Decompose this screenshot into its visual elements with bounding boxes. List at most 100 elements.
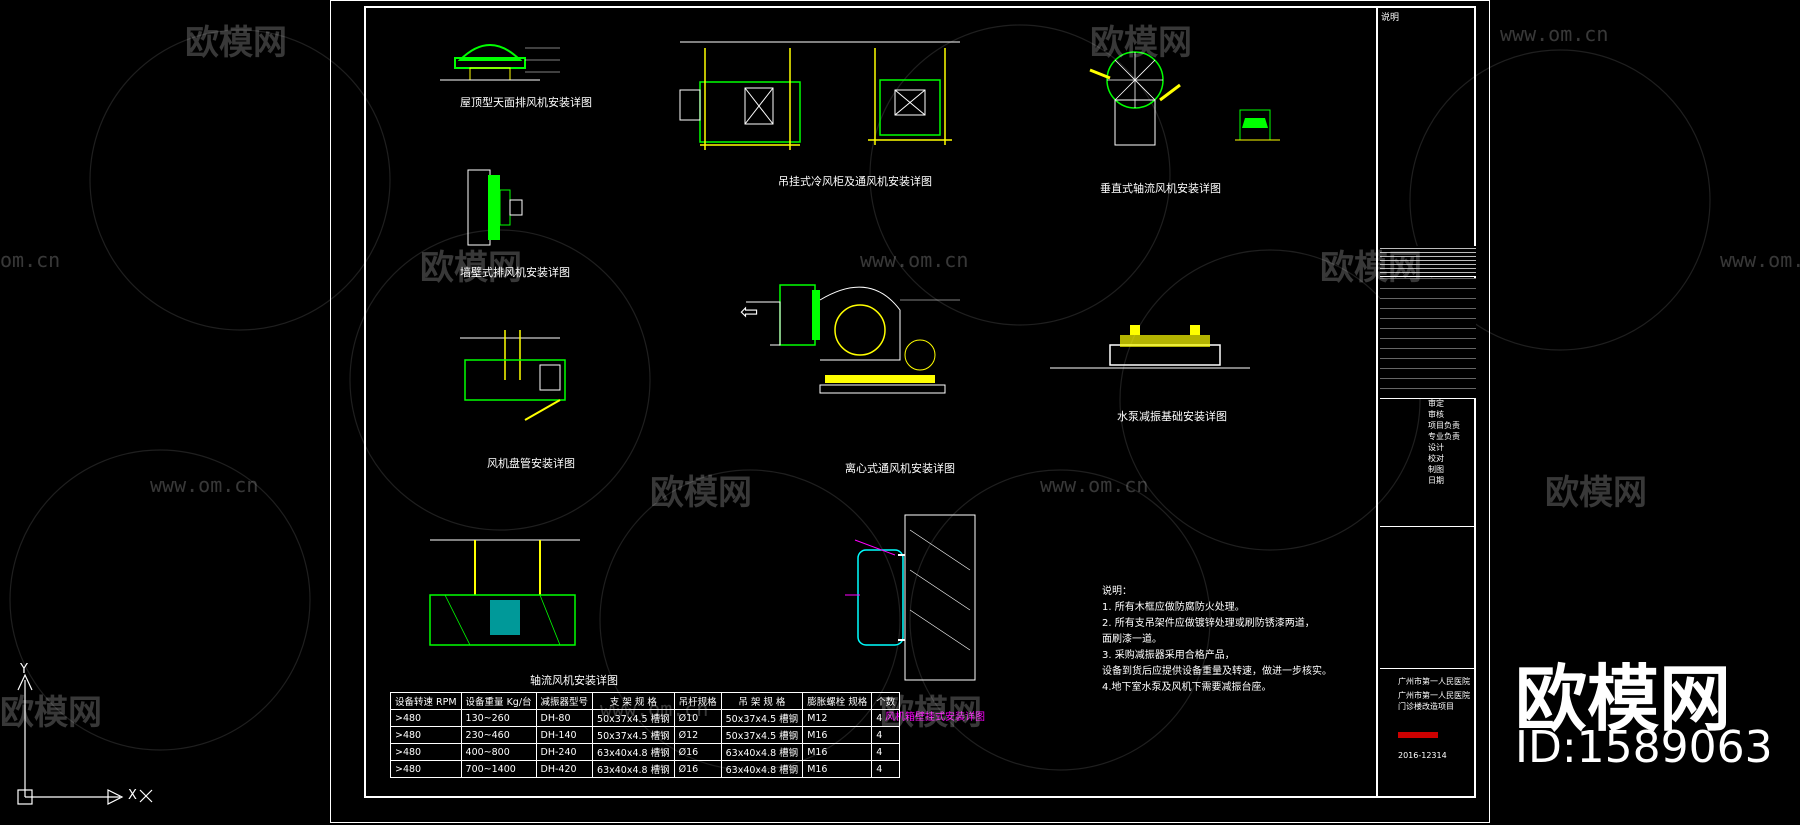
spec-cell: 230~460	[460, 726, 537, 744]
spec-cell: 700~1400	[460, 760, 537, 778]
title-duct-fan: 风机盘管安装详图	[487, 457, 575, 470]
title-vertical-fan: 垂直式轴流风机安装详图	[1100, 182, 1221, 195]
sheet-outer-border	[330, 0, 1490, 823]
watermark-url: www.om.cn	[1040, 473, 1149, 497]
spec-cell: 50x37x4.5 槽钢	[592, 726, 675, 744]
spec-header-cell: 减振器型号	[535, 692, 594, 710]
role-cell: 审定	[1428, 399, 1444, 408]
title-hanging-fan: 吊挂式冷风柜及通风机安装详图	[778, 175, 932, 188]
notes-line-5: 设备到货后应提供设备重量及转速，做进一步核实。	[1102, 666, 1332, 677]
ucs-y-label: Y	[20, 662, 28, 677]
spec-cell: M16	[802, 726, 873, 744]
spec-cell: >480	[390, 709, 462, 727]
watermark-url: www.om.cn	[1500, 22, 1609, 46]
spec-cell: 400~800	[460, 743, 537, 761]
centrifugal-fan-detail	[746, 284, 960, 394]
spec-cell: 4	[871, 760, 901, 778]
client-name: 广州市第一人民医院	[1398, 677, 1470, 686]
duct-fan-detail	[460, 330, 566, 421]
role-cell: 日期	[1428, 476, 1444, 485]
hanging-fan-detail	[679, 41, 960, 150]
watermark-brand: 欧模网	[420, 248, 522, 288]
spec-header-cell: 吊 架 规 格	[720, 692, 804, 710]
title-block-divider	[1380, 526, 1476, 527]
spec-cell: 130~260	[460, 709, 537, 727]
spec-header-cell: 膨胀螺栓 规格	[802, 692, 873, 710]
role-cell: 设计	[1428, 443, 1444, 452]
role-cell: 制图	[1428, 465, 1444, 474]
title-centrifugal-fan: 离心式通风机安装详图	[845, 462, 955, 475]
watermark-brand: 欧模网	[1320, 248, 1422, 288]
role-cell: 校对	[1428, 454, 1444, 463]
watermark-url: www.om.cn	[1720, 248, 1800, 272]
notes-block: 说明： 1. 所有木框应做防腐防火处理。 2. 所有支吊架件应做镀锌处理或刷防锈…	[1102, 584, 1332, 696]
spec-cell: DH-80	[535, 709, 594, 727]
drawing-title-red	[1398, 732, 1438, 738]
spec-header-cell: 设备重量 Kg/台	[460, 692, 537, 710]
spec-cell: >480	[390, 726, 462, 744]
role-cell: 项目负责	[1428, 421, 1460, 430]
title-block-roles: 审定 审核 项目负责 专业负责 设计 校对 制图 日期	[1380, 398, 1476, 486]
spec-cell: DH-140	[535, 726, 594, 744]
ucs-icon	[17, 673, 153, 805]
notes-line-4: 3. 采购减振器采用合格产品，	[1102, 650, 1235, 661]
title-block: 审定 审核 项目负责 专业负责 设计 校对 制图 日期 广州市第一人民医院 广州…	[1376, 6, 1476, 798]
spec-header-cell: 个数	[871, 692, 901, 710]
title-block-logo-box	[1380, 246, 1476, 277]
wall-fan-detail	[467, 169, 523, 246]
notes-line-1: 1. 所有木框应做防腐防火处理。	[1102, 602, 1245, 613]
spec-cell: 63x40x4.8 槽钢	[720, 743, 804, 761]
title-wall-fan: 墙壁式排风机安装详图	[460, 266, 570, 279]
top-right-note-label: 说明	[1381, 13, 1400, 23]
spec-cell: M12	[802, 709, 873, 727]
sheet-inner-frame	[364, 6, 1476, 798]
spec-cell: 63x40x4.8 槽钢	[592, 743, 675, 761]
spec-cell: 63x40x4.8 槽钢	[720, 760, 804, 778]
wall-mount-box-detail	[845, 514, 976, 681]
watermark-brand: 欧模网	[650, 473, 752, 513]
watermark-url: www.om.cn	[600, 697, 709, 721]
brand-logo-large: 欧模网	[1515, 657, 1732, 741]
title-block-info-area	[1380, 278, 1476, 399]
title-wall-mount-magenta: 风机箱壁挂式安装详图	[885, 712, 985, 723]
spec-cell: 50x37x4.5 槽钢	[720, 709, 804, 727]
drawing-number: 2016-12314	[1398, 751, 1447, 760]
watermark-circles	[9, 24, 1711, 771]
vertical-fan-detail	[1089, 51, 1280, 146]
spec-table: 设备转速 RPM 设备重量 Kg/台 减振器型号 支 架 规 格 吊杆规格 吊 …	[390, 692, 901, 778]
notes-line-2: 2. 所有支吊架件应做镀锌处理或刷防锈漆两道，	[1102, 618, 1315, 629]
title-axial-fan: 轴流风机安装详图	[530, 674, 618, 687]
spec-cell: M16	[802, 743, 873, 761]
watermark-url: www.om.cn	[860, 248, 969, 272]
title-pump-base: 水泵减振基础安装详图	[1117, 410, 1227, 423]
spec-cell: >480	[390, 760, 462, 778]
project-name: 广州市第一人民医院 门诊楼改造项目	[1398, 691, 1470, 711]
spec-cell: M16	[802, 760, 873, 778]
title-block-divider	[1380, 668, 1476, 669]
watermark-brand: 欧模网	[880, 693, 982, 733]
spec-table-header: 设备转速 RPM 设备重量 Kg/台 减振器型号 支 架 规 格 吊杆规格 吊 …	[390, 692, 901, 710]
notes-line-3: 面刷漆一道。	[1102, 634, 1162, 645]
spec-cell: Ø12	[673, 726, 722, 744]
title-roof-fan: 屋顶型天面排风机安装详图	[460, 96, 592, 109]
ucs-x-label: X	[128, 788, 137, 803]
notes-heading: 说明：	[1102, 586, 1132, 597]
spec-cell: Ø16	[673, 760, 722, 778]
notes-line-6: 4.地下室水泵及风机下需要减振台座。	[1102, 682, 1272, 693]
axial-fan-detail	[429, 539, 580, 646]
watermark-brand: 欧模网	[185, 23, 287, 63]
arrow-left-symbol: ⇦	[740, 300, 759, 325]
spec-cell: 4	[871, 743, 901, 761]
role-cell: 审核	[1428, 410, 1444, 419]
pump-base-detail	[1050, 325, 1250, 369]
watermark-brand: 欧模网	[1545, 473, 1647, 513]
spec-cell: >480	[390, 743, 462, 761]
spec-cell: 50x37x4.5 槽钢	[720, 726, 804, 744]
role-cell: 专业负责	[1428, 432, 1460, 441]
spec-cell: 63x40x4.8 槽钢	[592, 760, 675, 778]
spec-cell: DH-420	[535, 760, 594, 778]
